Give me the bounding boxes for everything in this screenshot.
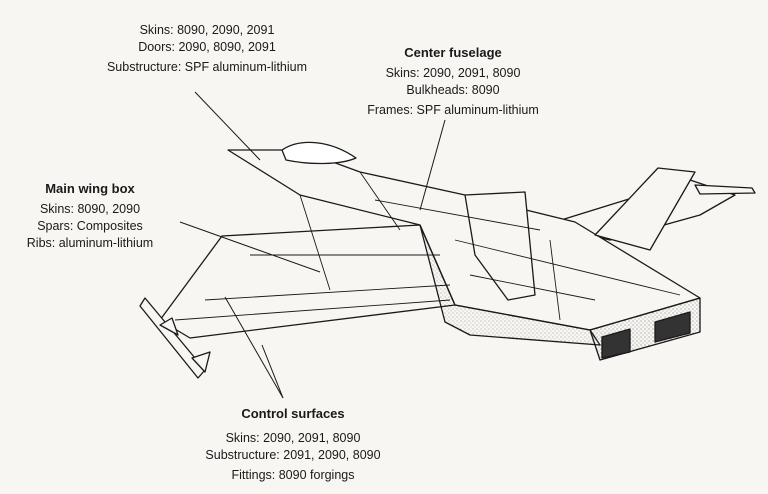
- exhaust-left: [601, 328, 631, 359]
- main-wing-box-line-3: Ribs: aluminum-lithium: [26, 236, 154, 250]
- main-wing-box-label: Main wing box Skins: 8090, 2090 Spars: C…: [0, 180, 180, 252]
- left-wing: [159, 224, 456, 339]
- control-surfaces-line-1: Skins: 2090, 2091, 8090: [225, 431, 361, 445]
- exhaust-right: [654, 311, 691, 343]
- center-fuselage-label: Center fuselage Skins: 2090, 2091, 8090 …: [338, 44, 568, 119]
- main-wing-box-title: Main wing box: [45, 181, 135, 196]
- center-fuselage-line-3: Frames: SPF aluminum-lithium: [367, 103, 539, 117]
- right-wingtip-missile: [694, 184, 756, 195]
- left-wingtip-missile: [139, 297, 206, 379]
- center-fuselage-line-1: Skins: 2090, 2091, 8090: [385, 66, 521, 80]
- vertical-tail: [464, 191, 536, 301]
- leader-wing-box: [179, 221, 321, 273]
- leader-nose: [194, 91, 261, 161]
- main-wing-box-line-1: Skins: 8090, 2090: [39, 202, 141, 216]
- leader-control-1: [224, 296, 284, 399]
- nose-line-1: Skins: 8090, 2090, 2091: [139, 23, 275, 37]
- nose-line-2: Doors: 2090, 8090, 2091: [138, 40, 276, 54]
- control-surfaces-title: Control surfaces: [241, 406, 345, 421]
- canopy: [281, 141, 357, 165]
- main-wing-box-line-2: Spars: Composites: [37, 219, 143, 233]
- right-tail: [594, 167, 696, 251]
- nose-line-3: Substructure: SPF aluminum-lithium: [106, 60, 308, 74]
- center-fuselage-line-2: Bulkheads: 8090: [406, 83, 500, 97]
- leader-control-2: [261, 344, 284, 399]
- control-surfaces-line-3: Fittings: 8090 forgings: [231, 468, 355, 482]
- leader-center-fuselage: [419, 119, 446, 211]
- control-surfaces-label: Control surfaces Skins: 2090, 2091, 8090…: [178, 405, 408, 484]
- center-fuselage-title: Center fuselage: [404, 45, 502, 60]
- nose-label: Skins: 8090, 2090, 2091 Doors: 2090, 809…: [82, 22, 332, 76]
- control-surfaces-line-2: Substructure: 2091, 2090, 8090: [205, 448, 381, 462]
